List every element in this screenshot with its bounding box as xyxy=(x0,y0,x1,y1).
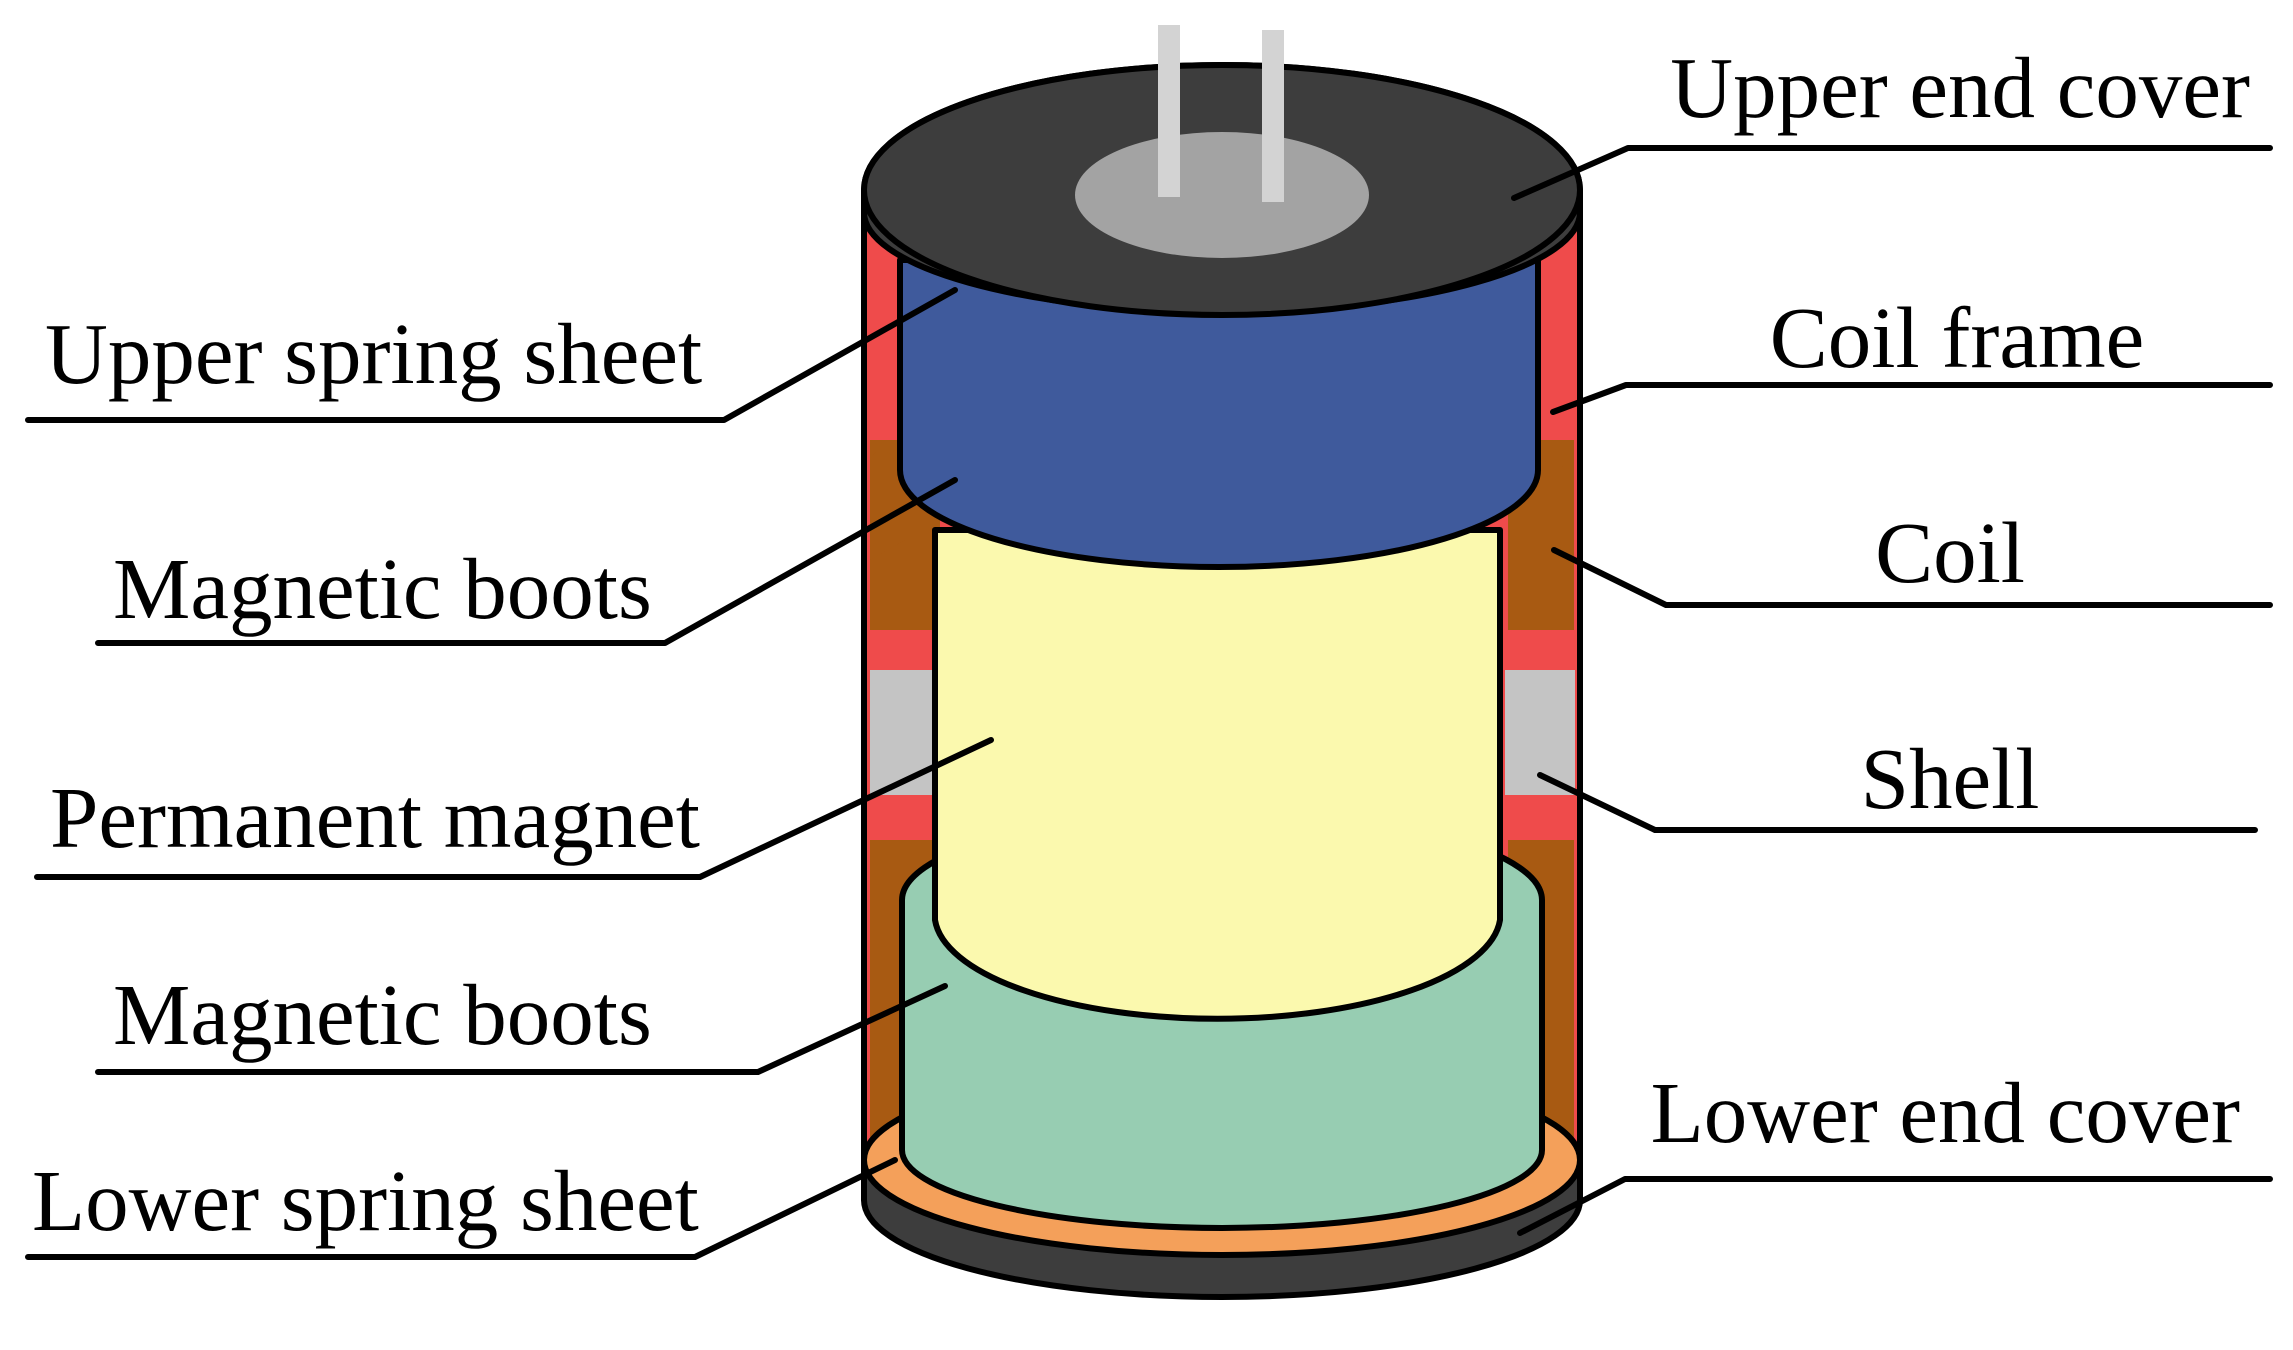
terminal-pin-right xyxy=(1262,30,1284,202)
leader-permanent-magnet xyxy=(34,737,994,880)
leader-coil xyxy=(1551,547,2273,608)
label-magnetic-boots-top: Magnetic boots xyxy=(113,540,652,637)
leader-magnetic-boots-bottom xyxy=(95,983,948,1075)
coil-frame-band-right-1 xyxy=(1505,630,1575,670)
leader-lower-spring-sheet xyxy=(25,1157,898,1260)
label-coil: Coil xyxy=(1875,504,2025,601)
label-coil-frame: Coil frame xyxy=(1770,289,2144,386)
leader-shell xyxy=(1537,772,2258,833)
label-lower-spring-sheet: Lower spring sheet xyxy=(32,1152,699,1249)
label-upper-end-cover: Upper end cover xyxy=(1670,39,2250,136)
coil-frame-band-left-1 xyxy=(870,630,942,670)
leader-lower-end-cover xyxy=(1517,1176,2273,1236)
label-upper-spring-sheet: Upper spring sheet xyxy=(45,305,702,402)
leader-upper-spring-sheet xyxy=(25,287,958,423)
cylinder-assembly xyxy=(861,25,1583,1300)
shell-segment-left xyxy=(870,670,940,795)
coil-frame-band-left-2 xyxy=(870,795,942,840)
coil-frame-band-right-2 xyxy=(1505,795,1575,840)
label-shell: Shell xyxy=(1861,730,2040,827)
terminal-pad xyxy=(1075,132,1369,258)
magnetic-boots-top-shape xyxy=(897,257,1541,570)
labels: Upper end cover Coil frame Coil Shell Lo… xyxy=(32,39,2250,1249)
label-lower-end-cover: Lower end cover xyxy=(1651,1064,2240,1161)
leader-lines xyxy=(25,145,2273,1260)
label-magnetic-boots-bottom: Magnetic boots xyxy=(113,966,652,1063)
terminal-pin-left xyxy=(1158,25,1180,197)
leader-upper-end-cover xyxy=(1511,145,2273,201)
label-permanent-magnet: Permanent magnet xyxy=(50,769,700,866)
permanent-magnet-shape xyxy=(932,527,1503,1022)
leader-coil-frame xyxy=(1550,382,2273,415)
coil-upper-right xyxy=(1540,460,1574,560)
leader-magnetic-boots-top xyxy=(95,477,958,646)
coil-upper-left xyxy=(870,450,905,560)
